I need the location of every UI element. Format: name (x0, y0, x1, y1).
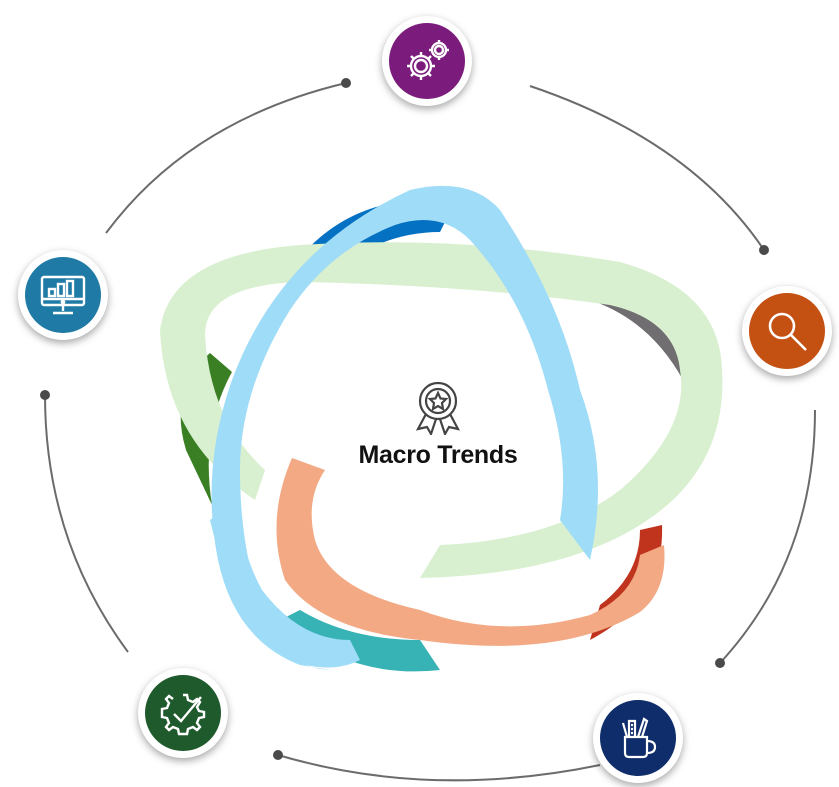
connector-arc-top-left (105, 82, 347, 234)
ribbon-lightgreen (160, 242, 723, 578)
center-title: Macro Trends (358, 441, 518, 469)
gear-check-icon (160, 693, 206, 736)
award-icon (412, 379, 464, 440)
ribbon-teal (280, 610, 440, 672)
monitor-chart-icon (40, 275, 86, 315)
node-monitor[interactable] (18, 250, 108, 340)
connector-dot (715, 658, 725, 668)
ribbon-lightblue-lower (210, 500, 360, 668)
node-gears[interactable] (382, 16, 472, 106)
connector-arc-right (719, 409, 816, 664)
connector-arc-top-right (529, 85, 765, 251)
tools-cup-icon (621, 717, 657, 759)
connector-dot (759, 245, 769, 255)
connector-dot (273, 750, 283, 760)
node-search[interactable] (742, 286, 832, 376)
node-gear-check[interactable] (138, 668, 228, 758)
node-tools[interactable] (593, 693, 683, 783)
magnifier-icon (768, 312, 807, 351)
connector-dot (341, 78, 351, 88)
ribbon-knot (160, 185, 723, 672)
connector-arc-left (44, 394, 129, 653)
connector-dot (40, 390, 50, 400)
connector-arc-bottom (277, 754, 601, 782)
gears-icon (407, 40, 449, 80)
ribbon-lightblue (211, 185, 598, 670)
ribbon-salmon (276, 458, 665, 646)
